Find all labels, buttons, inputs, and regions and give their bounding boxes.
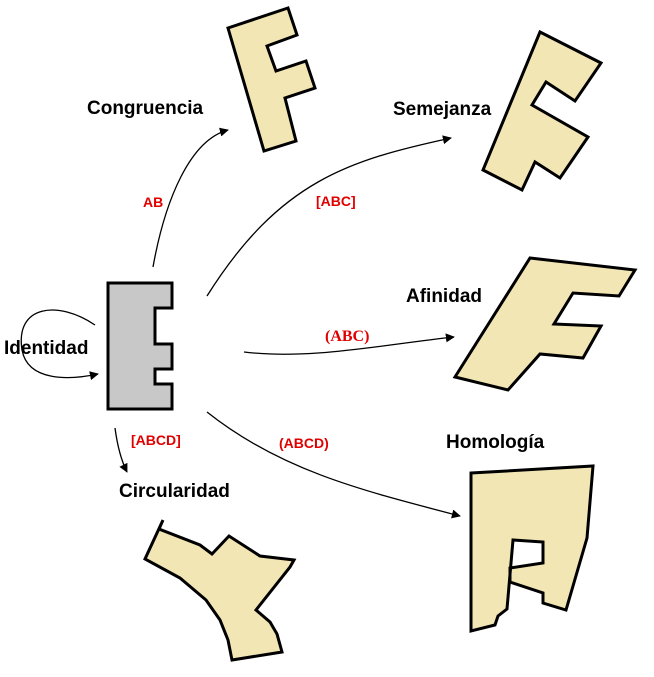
- semejanza-label: Semejanza: [393, 99, 492, 120]
- arrow-to-congruencia: [152, 127, 229, 268]
- arrow-to-circularidad: [114, 427, 128, 473]
- identidad-shape: [106, 281, 174, 411]
- identidad-label: Identidad: [4, 338, 88, 359]
- congruencia-label: Congruencia: [87, 98, 204, 119]
- circularidad-tag: [ABCD]: [131, 432, 181, 448]
- homologia-label: Homología: [446, 432, 545, 453]
- afinidad-label: Afinidad: [406, 286, 482, 307]
- semejanza-shape: [481, 29, 604, 193]
- arrow-to-afinidad: [243, 333, 455, 355]
- identity-loop-arrow: [20, 309, 99, 381]
- homologia-tag: (ABCD): [279, 435, 329, 451]
- arrow-to-homologia: [206, 411, 461, 519]
- congruencia-tag: AB: [143, 194, 163, 210]
- afinidad-tag: (ABC): [325, 328, 369, 345]
- arrow-to-semejanza: [206, 135, 452, 297]
- afinidad-shape: [452, 256, 638, 392]
- semejanza-tag: [ABC]: [316, 193, 356, 209]
- circularidad-shape: [143, 519, 297, 662]
- congruencia-shape: [226, 6, 317, 153]
- circularidad-label: Circularidad: [119, 481, 230, 502]
- homologia-shape: [469, 464, 595, 633]
